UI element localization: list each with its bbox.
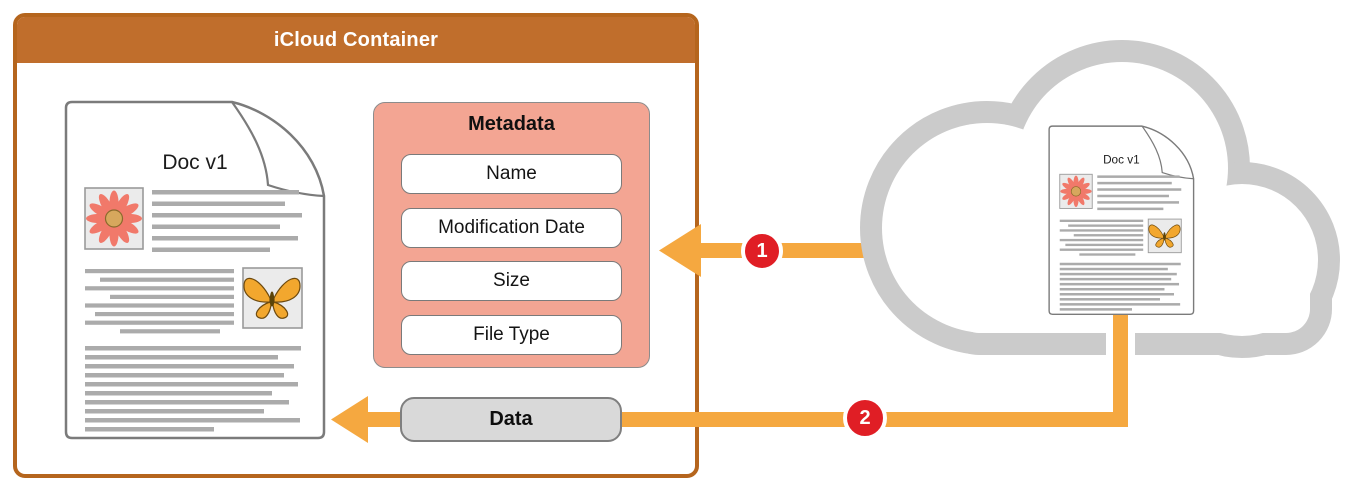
cloud-document-title: Doc v1 xyxy=(1103,154,1140,167)
metadata-field-file-type: File Type xyxy=(401,314,622,355)
icloud-container-title: iCloud Container xyxy=(273,28,439,51)
metadata-field-name: Name xyxy=(401,154,622,194)
step-2-badge: 2 xyxy=(843,396,887,440)
container-document-title: Doc v1 xyxy=(162,151,227,174)
metadata-field-modification-date: Modification Date xyxy=(401,207,622,248)
icloud-container-header: iCloud Container xyxy=(17,17,695,63)
cloud-document: Doc v1 xyxy=(1048,125,1195,315)
step-1-badge: 1 xyxy=(741,230,783,272)
metadata-panel: Metadata Name Modification Date Size Fil… xyxy=(373,102,650,368)
container-document: Doc v1 xyxy=(64,100,326,440)
metadata-field-size: Size xyxy=(401,261,622,301)
metadata-field-list: Name Modification Date Size File Type xyxy=(374,154,649,355)
data-pill-label: Data xyxy=(489,408,533,430)
data-pill: Data xyxy=(400,397,622,442)
cloud-doc-connector xyxy=(1113,315,1128,427)
metadata-title: Metadata xyxy=(468,113,555,135)
